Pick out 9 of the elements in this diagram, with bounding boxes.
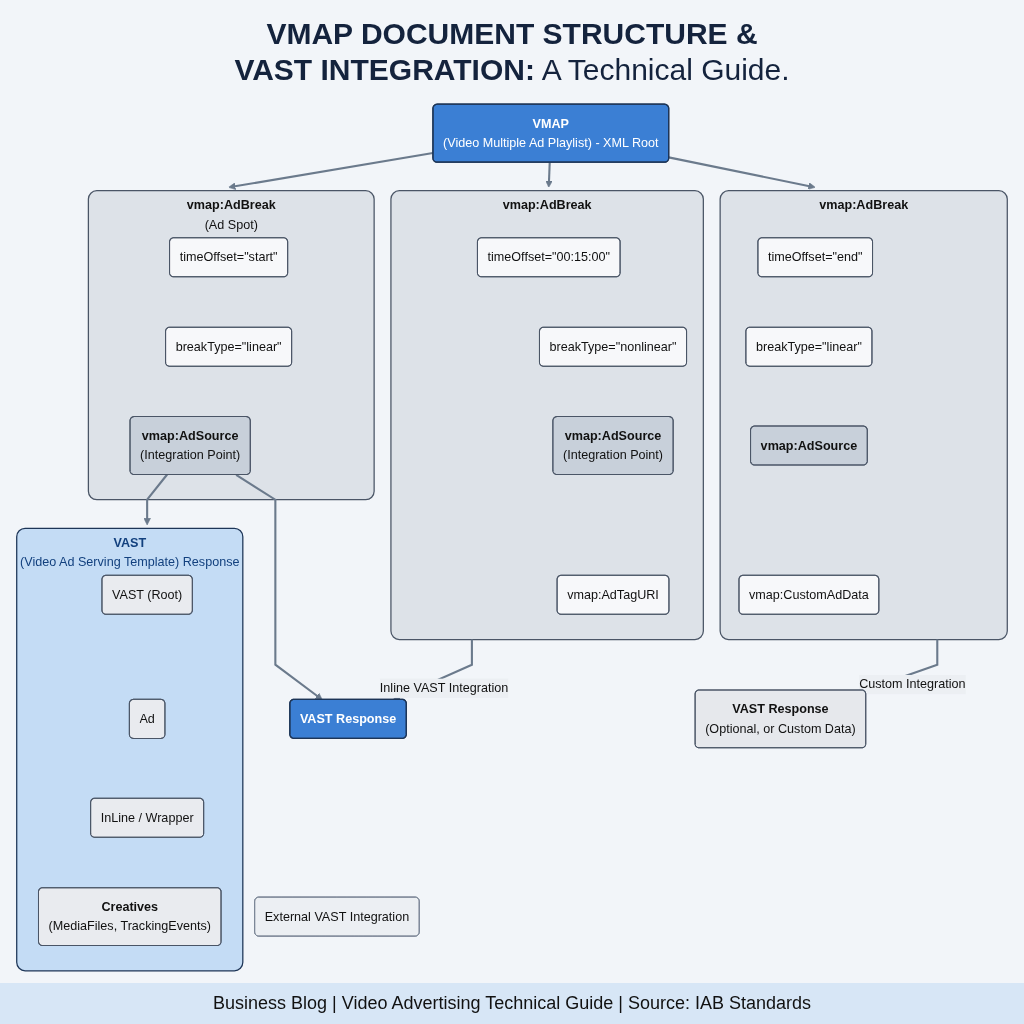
node-label: External VAST Integration bbox=[264, 908, 410, 924]
arrow bbox=[235, 474, 323, 701]
edge-label: Inline VAST Integration bbox=[379, 680, 509, 695]
arrow bbox=[668, 156, 816, 190]
caption: Business Blog | Video Advertising Technical Guide | Source: IAB Standards bbox=[212, 993, 811, 1013]
arrow bbox=[143, 473, 168, 526]
edge-label: Custom Integration bbox=[859, 676, 966, 691]
title: VMAP DOCUMENT STRUCTURE & VAST INTEGRATION: A Technical Guide. bbox=[233, 16, 791, 88]
arrow bbox=[545, 162, 553, 188]
